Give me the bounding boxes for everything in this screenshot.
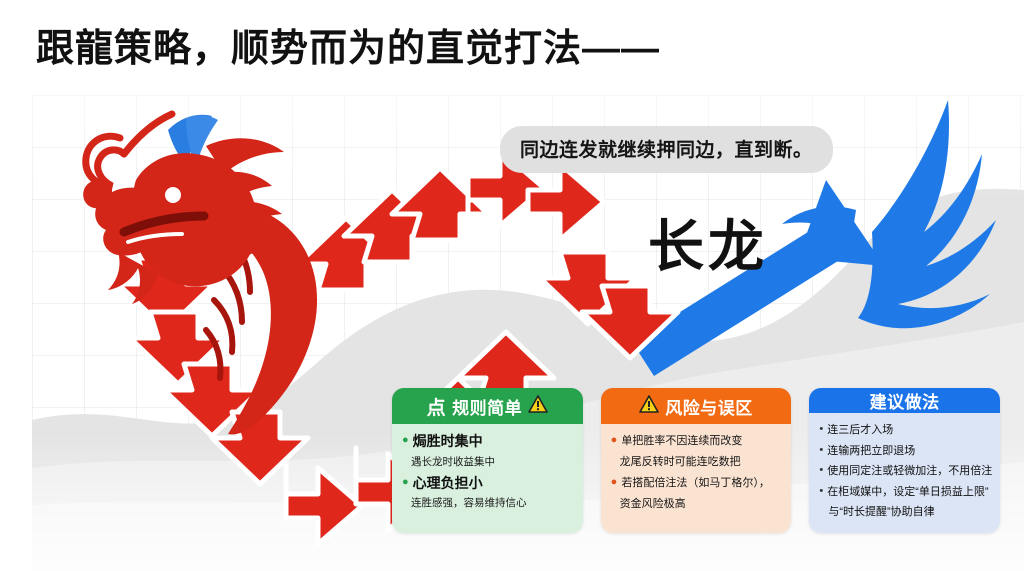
card-advice-body: • 连三后才入场 • 连输两把立即退场 • 使用同定注或轻微加注，不用倍注 • …: [809, 413, 1001, 533]
card-risks-title: 风险与误区: [665, 398, 753, 418]
page-title: 跟龍策略，顺势而为的直觉打法——: [36, 28, 661, 70]
warning-triangle-icon: [528, 394, 548, 418]
card-risks-header: 风险与误区: [600, 388, 792, 424]
bullet-line: 单把胜率不因连续而改变: [621, 435, 743, 447]
long-dragon-label: 长龙: [648, 215, 768, 278]
card-rules-title: 规则简单: [452, 398, 523, 418]
bullet-dot-icon: •: [819, 423, 824, 435]
card-advice-header: 建议做法: [809, 388, 1001, 413]
card-rules-body: ● 焗胜时集中 遇长龙时收益集中 ● 心理负担小 连胜感强，容易维持信心: [392, 424, 583, 533]
bullet-sub: 遇长龙时收益集中: [411, 455, 495, 468]
list-item: ● 焗胜时集中: [402, 433, 573, 451]
card-risks-body: ● 单把胜率不因连续而改变 龙尾反转时可能连吃数把 ● 若搭配倍注法（如马丁格尔…: [600, 424, 792, 533]
bullet-line: 使用同定注或轻微加注，不用倍注: [827, 465, 993, 477]
list-item: ● 若搭配倍注法（如马丁格尔），: [611, 475, 782, 492]
info-cards: 点 规则简单 ● 焗胜时集中 遇长龙时收益集中 ●: [392, 388, 1001, 533]
bullet-dot-icon: •: [819, 484, 824, 497]
bullet-title: 焗胜时集中: [412, 433, 483, 449]
bullet-dot-icon: ●: [402, 434, 409, 446]
bullet-line: 连输两把立即退场: [827, 444, 916, 457]
list-item: • 在柜域媒中，设定“单日损益上限”: [819, 484, 990, 501]
list-item: ● 心理负担小: [402, 475, 573, 493]
bullet-dot-icon: ●: [610, 476, 618, 488]
bullet-line: 若搭配倍注法（如马丁格尔），: [621, 477, 770, 489]
bullet-line: 在柜域媒中，设定“单日损益上限”: [827, 485, 989, 498]
bullet-title: 心理负担小: [412, 474, 483, 491]
bullet-dot-icon: •: [819, 464, 824, 476]
card-rules-kicker: 点: [426, 397, 447, 419]
bullet-dot-icon: ●: [610, 434, 618, 446]
dragon-body: [196, 205, 318, 435]
blue-rising-arrow: [632, 100, 996, 376]
dragon-head: [82, 110, 286, 304]
list-item: ● 单把胜率不因连续而改变: [611, 433, 782, 450]
bullet-line: 龙尾反转时可能连吃数把: [619, 455, 741, 468]
bullet-line: 资金风险极高: [619, 497, 686, 510]
bullet-line: 连三后才入场: [827, 424, 894, 436]
list-item: • 使用同定注或轻微加注，不用倍注: [819, 463, 993, 480]
card-rules[interactable]: 点 规则简单 ● 焗胜时集中 遇长龙时收益集中 ●: [392, 388, 583, 533]
card-rules-header: 点 规则简单: [392, 388, 583, 424]
speech-bubble: 同边连发就继续押同边，直到断。: [500, 126, 833, 173]
warning-triangle-icon: [639, 394, 660, 418]
bullet-dot-icon: ●: [402, 475, 409, 488]
card-advice-title: 建议做法: [869, 393, 940, 412]
card-risks[interactable]: 风险与误区 ● 单把胜率不因连续而改变 龙尾反转时可能连吃数把 ● 若搭配倍注法…: [600, 388, 792, 533]
list-item: • 连三后才入场: [819, 422, 990, 439]
bullet-sub: 连胜感强，容易维持信心: [411, 497, 527, 510]
card-advice[interactable]: 建议做法 • 连三后才入场 • 连输两把立即退场 • 使用同定注或轻微加注，不用…: [809, 388, 1001, 533]
bullet-line: 与“时长提醒”协助自律: [828, 506, 935, 518]
bullet-dot-icon: •: [819, 443, 824, 456]
list-item: • 连输两把立即退场: [819, 443, 990, 460]
